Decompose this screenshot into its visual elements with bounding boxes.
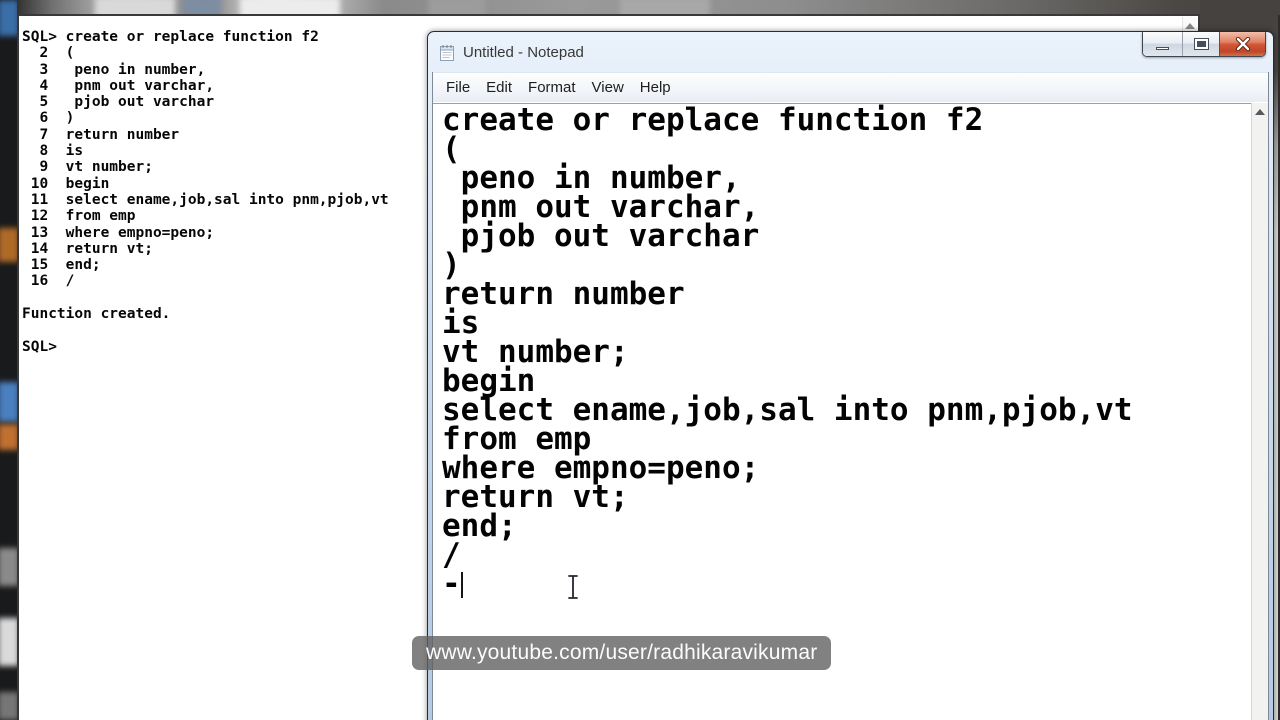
notepad-client-area: File Edit Format View Help create or rep… — [432, 72, 1269, 720]
editor-text[interactable]: create or replace function f2 ( peno in … — [442, 103, 1133, 602]
menubar: File Edit Format View Help — [433, 72, 1268, 102]
blur-blob — [0, 424, 17, 450]
blur-blob — [428, 0, 486, 15]
titlebar[interactable]: Untitled - Notepad — [428, 32, 1273, 72]
scroll-up-icon — [1255, 108, 1265, 115]
menu-view[interactable]: View — [591, 79, 624, 96]
blur-blob — [0, 548, 17, 586]
notepad-editor[interactable]: create or replace function f2 ( peno in … — [433, 103, 1251, 720]
menu-format[interactable]: Format — [528, 79, 576, 96]
close-icon — [1235, 37, 1250, 51]
background-left-blur — [0, 0, 17, 720]
ibeam-cursor — [568, 575, 578, 599]
blur-blob — [620, 0, 710, 15]
blur-blob — [95, 0, 175, 15]
text-caret — [461, 572, 463, 598]
close-button[interactable] — [1219, 32, 1265, 56]
watermark: www.youtube.com/user/radhikaravikumar — [412, 636, 832, 670]
maximize-button[interactable] — [1182, 32, 1219, 56]
notepad-window[interactable]: Untitled - Notepad File Edit Format — [427, 31, 1274, 720]
scroll-up-icon[interactable] — [1185, 23, 1195, 29]
blur-blob — [183, 0, 221, 15]
desktop-background-right — [1272, 15, 1280, 720]
minimize-button[interactable] — [1143, 32, 1182, 56]
scroll-up-button[interactable] — [1252, 103, 1268, 120]
caption-buttons — [1142, 32, 1266, 57]
desktop-background — [1200, 0, 1280, 34]
notepad-scrollbar[interactable] — [1251, 103, 1268, 720]
blur-blob — [0, 0, 17, 36]
blur-blob — [0, 382, 17, 422]
background-top-blur — [0, 0, 1280, 15]
blur-blob — [0, 618, 17, 666]
window-title: Untitled - Notepad — [463, 44, 584, 61]
blur-blob — [0, 228, 17, 262]
blur-blob — [240, 0, 340, 15]
menu-file[interactable]: File — [446, 79, 471, 96]
menu-edit[interactable]: Edit — [486, 79, 513, 96]
notepad-icon — [439, 44, 455, 67]
blur-blob — [0, 692, 17, 720]
maximize-icon — [1193, 38, 1209, 50]
sqlplus-console-text[interactable]: SQL> create or replace function f2 2 ( 3… — [22, 29, 389, 355]
minimize-icon — [1156, 47, 1169, 50]
menu-help[interactable]: Help — [639, 79, 671, 96]
